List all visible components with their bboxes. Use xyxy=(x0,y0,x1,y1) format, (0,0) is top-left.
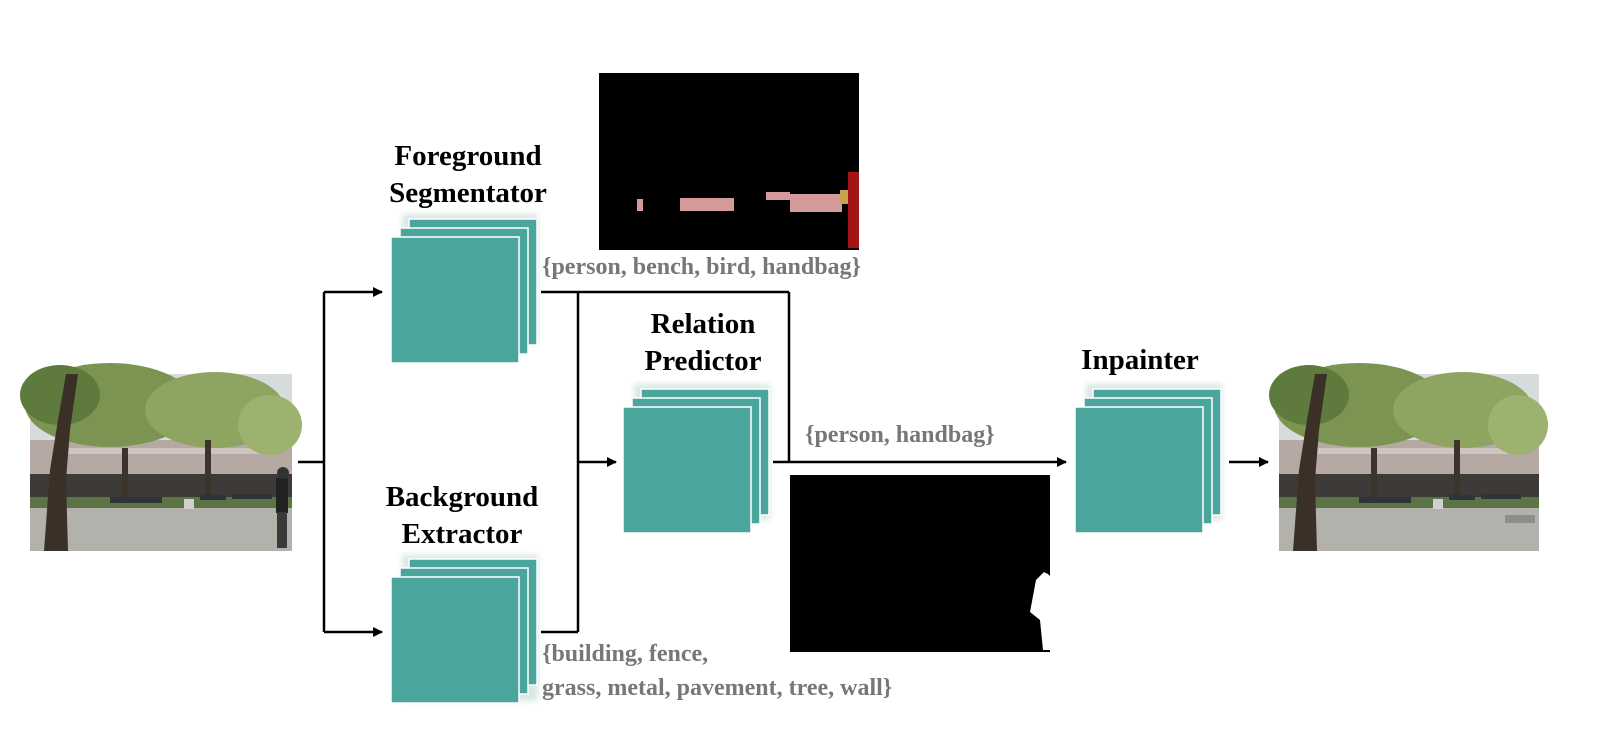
binary-mask-image xyxy=(790,475,1050,652)
background-title-line2: Extractor xyxy=(401,518,523,550)
connectors xyxy=(298,287,1269,637)
background-title-line1: Background xyxy=(385,481,539,513)
background-classes-line2: grass, metal, pavement, tree, wall} xyxy=(542,675,893,701)
foreground-title-line1: Foreground xyxy=(394,140,542,172)
output-image xyxy=(1269,363,1548,551)
input-image xyxy=(20,363,302,551)
foreground-classes-label: {person, bench, bird, handbag} xyxy=(542,254,862,280)
foreground-title-line2: Segmentator xyxy=(389,177,547,209)
foreground-segmentator-block xyxy=(390,214,538,364)
relation-predictor-title: Relation Predictor xyxy=(590,306,816,380)
background-extractor-title: Background Extractor xyxy=(349,479,575,553)
inpainter-title: Inpainter xyxy=(1081,344,1199,376)
background-classes-line1: {building, fence, xyxy=(542,641,709,667)
background-extractor-block xyxy=(390,555,538,704)
segmentation-mask-image xyxy=(599,73,859,250)
selected-classes-label: {person, handbag} xyxy=(805,422,995,448)
background-classes-label: {building, fence, grass, metal, pavement… xyxy=(542,639,892,703)
inpainter-block xyxy=(1074,384,1222,534)
relation-title-line1: Relation xyxy=(650,308,756,340)
foreground-segmentator-title: Foreground Segmentator xyxy=(355,138,581,212)
relation-predictor-block xyxy=(622,384,770,534)
relation-title-line2: Predictor xyxy=(644,345,762,377)
